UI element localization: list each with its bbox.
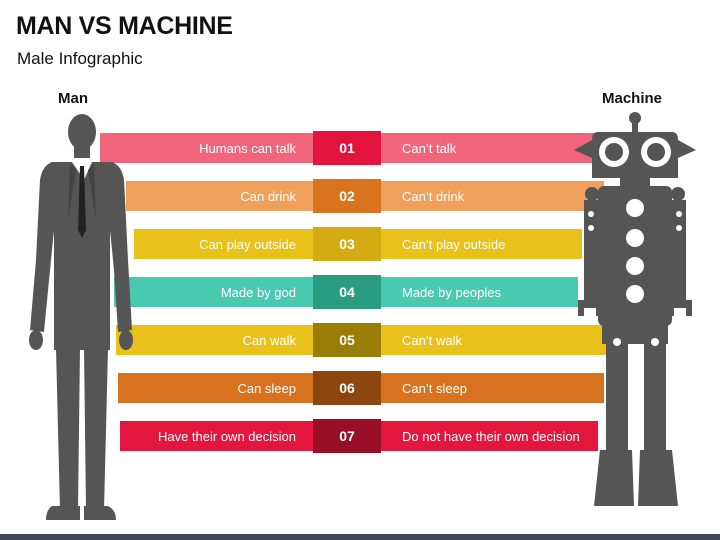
row-01-man-bar: Humans can talk <box>100 133 318 163</box>
row-01-machine-bar: Can’t talk <box>376 133 594 163</box>
row-03-man-bar: Can play outside <box>134 229 318 259</box>
row-03-number-badge: 03 <box>313 227 381 261</box>
row-05-number-badge: 05 <box>313 323 381 357</box>
row-07-man-bar: Have their own decision <box>120 421 318 451</box>
page-subtitle: Male Infographic <box>17 49 143 68</box>
row-03-man-text: Can play outside <box>199 236 296 252</box>
row-02-man-bar: Can drink <box>126 181 318 211</box>
row-02-machine-bar: Can’t drink <box>376 181 604 211</box>
row-04-machine-bar: Made by peoples <box>376 277 578 307</box>
page-title: MAN VS MACHINE <box>16 12 233 40</box>
machine-column-heading: Machine <box>602 90 663 107</box>
row-02-number-badge: 02 <box>313 179 381 213</box>
man-silhouette-icon <box>29 114 133 520</box>
row-05-man-text: Can walk <box>242 332 296 348</box>
row-04-man-text: Made by god <box>220 284 296 300</box>
row-01-number-badge: 01 <box>313 131 381 165</box>
row-06-machine-text: Can’t sleep <box>402 380 468 396</box>
row-07-machine-text: Do not have their own decision <box>402 428 580 444</box>
row-02-machine-text: Can’t drink <box>402 188 465 204</box>
row-02-man-text: Can drink <box>240 188 296 204</box>
row-04-man-bar: Made by god <box>114 277 318 307</box>
row-07-number-badge: 07 <box>313 419 381 453</box>
row-04-number-badge: 04 <box>313 275 381 309</box>
robot-silhouette-icon <box>574 112 696 506</box>
row-04-machine-text: Made by peoples <box>402 284 502 300</box>
row-03-machine-text: Can’t play outside <box>402 236 506 252</box>
row-07-machine-bar: Do not have their own decision <box>376 421 598 451</box>
row-05-machine-bar: Can’t walk <box>376 325 606 355</box>
row-07-man-text: Have their own decision <box>157 428 296 444</box>
man-column-heading: Man <box>58 90 88 107</box>
row-06-machine-bar: Can’t sleep <box>376 373 604 403</box>
row-05-machine-text: Can’t walk <box>402 332 462 348</box>
row-01-man-text: Humans can talk <box>199 140 296 156</box>
row-06-man-text: Can sleep <box>237 380 296 396</box>
row-01-machine-text: Can’t talk <box>402 140 457 156</box>
row-06-man-bar: Can sleep <box>118 373 318 403</box>
row-03-machine-bar: Can’t play outside <box>376 229 582 259</box>
row-05-man-bar: Can walk <box>116 325 318 355</box>
footer-bar <box>0 534 720 540</box>
row-06-number-badge: 06 <box>313 371 381 405</box>
